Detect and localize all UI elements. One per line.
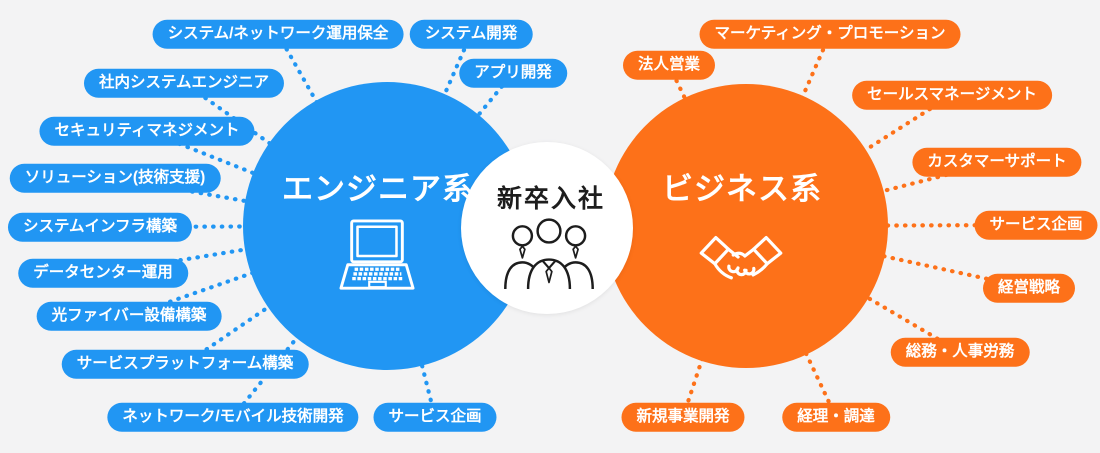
job-pill: マーケティング・プロモーション xyxy=(699,19,961,49)
job-pill: システム開発 xyxy=(409,19,533,49)
job-pill: ネットワーク/モバイル技術開発 xyxy=(107,402,359,432)
business-circle xyxy=(604,84,888,368)
job-pill: カスタマーサポート xyxy=(912,147,1082,177)
job-pill: サービス企画 xyxy=(373,402,497,432)
job-pill: セールスマネージメント xyxy=(852,80,1052,110)
job-pill: サービス企画 xyxy=(974,210,1098,240)
job-pill: 新規事業開発 xyxy=(621,402,745,432)
job-pill: データセンター運用 xyxy=(18,258,188,288)
job-pill: 総務・人事労務 xyxy=(890,337,1030,367)
job-pill: システム/ネットワーク運用保全 xyxy=(152,19,404,49)
job-pill: 社内システムエンジニア xyxy=(83,68,285,98)
job-pill: 法人営業 xyxy=(622,50,716,80)
job-pill: 経営戦略 xyxy=(982,273,1076,303)
job-pill: セキュリティマネジメント xyxy=(39,116,255,146)
center-label: 新卒入社 xyxy=(496,185,606,213)
job-pill: 光ファイバー設備構築 xyxy=(36,301,222,331)
job-pill: サービスプラットフォーム構築 xyxy=(61,349,309,379)
job-pill: 経理・調達 xyxy=(782,402,890,432)
job-pill: システムインフラ構築 xyxy=(7,212,193,242)
people-icon xyxy=(496,213,602,290)
job-pill: ソリューション(技術支援) xyxy=(9,163,221,193)
laptop-icon xyxy=(336,218,418,294)
engineer-group-title: エンジニア系 xyxy=(282,171,474,207)
handshake-icon xyxy=(698,224,784,288)
business-group-title: ビジネス系 xyxy=(662,171,822,207)
job-pill: アプリ開発 xyxy=(459,58,567,88)
